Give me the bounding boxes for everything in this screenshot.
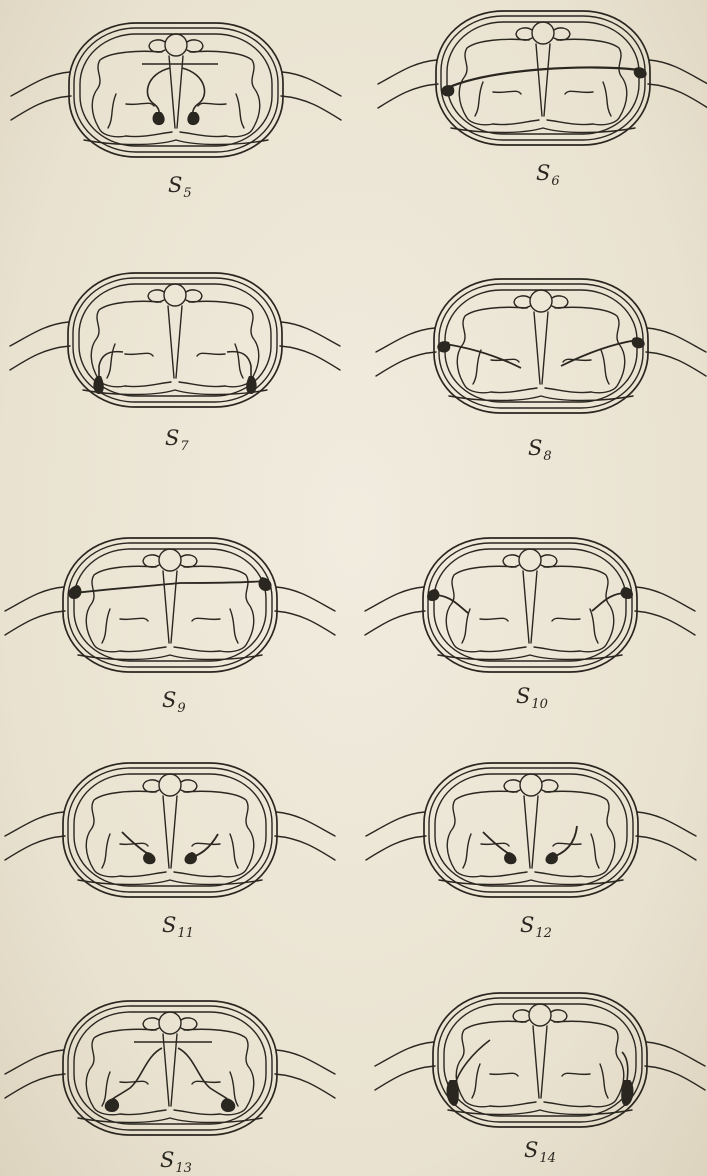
section-s12: [366, 763, 696, 897]
label-s5: S5: [168, 175, 192, 196]
section-s14: [375, 993, 705, 1127]
section-s7: [10, 273, 340, 407]
label-s8: S8: [528, 438, 552, 459]
section-s5: [11, 23, 341, 157]
label-s7: S7: [165, 428, 189, 449]
section-s9: [5, 538, 335, 672]
section-s10: [365, 538, 695, 672]
label-s6: S6: [536, 163, 560, 184]
section-s8: [376, 279, 706, 413]
section-s13: [5, 1001, 335, 1135]
label-s14: S14: [524, 1140, 556, 1161]
label-s9: S9: [162, 690, 186, 711]
section-s11: [5, 763, 335, 897]
label-s10: S10: [516, 686, 548, 707]
section-s6: [378, 11, 707, 145]
label-s13: S13: [160, 1150, 192, 1171]
label-s12: S12: [520, 915, 552, 936]
label-s11: S11: [162, 915, 194, 936]
